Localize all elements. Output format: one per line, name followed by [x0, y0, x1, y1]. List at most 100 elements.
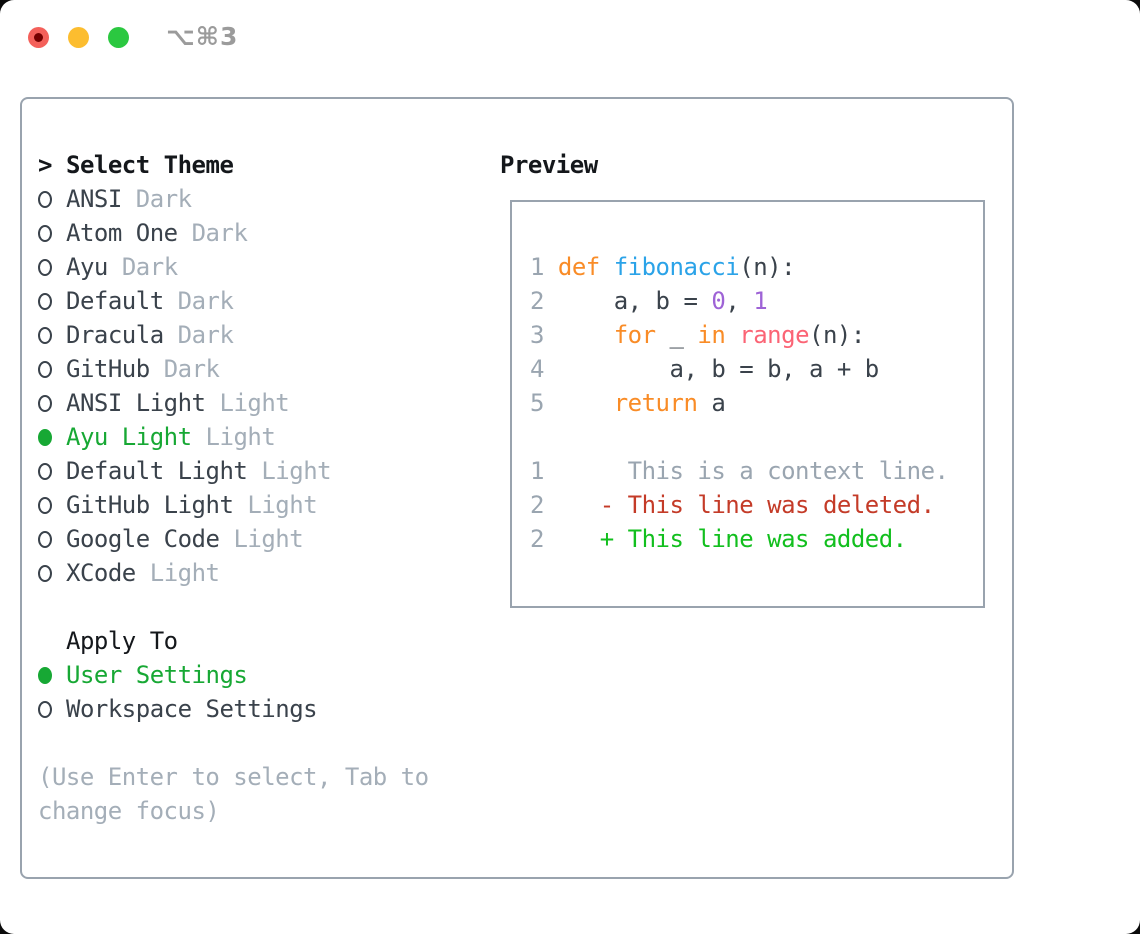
radio-icon: [38, 360, 52, 378]
theme-name: Default: [66, 287, 164, 315]
theme-variant-badge: Dark: [177, 321, 234, 349]
help-text-line-2: change focus): [38, 797, 220, 825]
radio-cell: [38, 360, 52, 378]
code-line: 1 def fibonacci(n):: [530, 253, 796, 281]
radio-icon: [38, 462, 52, 480]
preview-title: Preview: [500, 151, 598, 179]
radio-icon: [38, 496, 52, 514]
radio-icon: [38, 700, 52, 718]
theme-option[interactable]: Ayu Light Light: [38, 420, 483, 454]
preview-pane: 1 def fibonacci(n): 2 a, b = 0, 1 3 for _ …: [510, 200, 985, 608]
theme-variant-badge: Light: [233, 525, 304, 553]
radio-cell: [38, 394, 52, 412]
titlebar: ⌥⌘3: [0, 0, 1140, 74]
theme-name: GitHub Light: [66, 491, 234, 519]
theme-variant-badge: Dark: [163, 355, 220, 383]
theme-option[interactable]: ANSI Dark: [38, 182, 483, 216]
theme-name: GitHub: [66, 355, 150, 383]
code-line: 2 a, b = 0, 1: [530, 287, 768, 315]
radio-icon: [38, 224, 52, 242]
theme-variant-badge: Dark: [191, 219, 248, 247]
theme-name: Atom One: [66, 219, 178, 247]
code-line: 2 + This line was added.: [530, 525, 907, 553]
radio-icon: [38, 326, 52, 344]
theme-selector-panel: > Select Theme ANSI Dark Atom One Dark A…: [20, 97, 1014, 879]
apply-to-option[interactable]: Workspace Settings: [38, 692, 483, 726]
theme-name: ANSI: [66, 185, 122, 213]
theme-name: Google Code: [66, 525, 220, 553]
radio-icon: [38, 258, 52, 276]
prompt-icon: >: [38, 151, 52, 179]
minimize-button[interactable]: [68, 27, 89, 48]
theme-option[interactable]: ANSI Light Light: [38, 386, 483, 420]
help-text-line-1: (Use Enter to select, Tab to: [38, 763, 429, 791]
theme-variant-badge: Light: [149, 559, 220, 587]
theme-option[interactable]: XCode Light: [38, 556, 483, 590]
theme-name: Default Light: [66, 457, 248, 485]
code-line: 3 for _ in range(n):: [530, 321, 865, 349]
code-line: 1 This is a context line.: [530, 457, 949, 485]
theme-name: Dracula: [66, 321, 164, 349]
code-line: 5 return a: [530, 389, 726, 417]
radio-icon: [38, 428, 52, 446]
theme-option[interactable]: Default Light Light: [38, 454, 483, 488]
theme-variant-badge: Light: [219, 389, 290, 417]
theme-name: Ayu Light: [66, 423, 192, 451]
code-line: 2 - This line was deleted.: [530, 491, 935, 519]
theme-variant-badge: Light: [261, 457, 332, 485]
theme-variant-badge: Light: [205, 423, 276, 451]
apply-to-label: User Settings: [66, 661, 248, 689]
theme-option[interactable]: Google Code Light: [38, 522, 483, 556]
select-theme-title: Select Theme: [66, 151, 234, 179]
traffic-lights: [28, 27, 129, 48]
prompt-cell: >: [38, 148, 52, 182]
radio-cell: [38, 564, 52, 582]
code-line: [530, 420, 983, 454]
radio-cell: [38, 428, 52, 446]
radio-cell: [38, 462, 52, 480]
theme-variant-badge: Dark: [135, 185, 192, 213]
theme-variant-badge: Light: [247, 491, 318, 519]
radio-icon: [38, 190, 52, 208]
zoom-button[interactable]: [108, 27, 129, 48]
radio-cell: [38, 292, 52, 310]
window-title: ⌥⌘3: [166, 22, 239, 51]
spacer: [38, 590, 483, 624]
close-button[interactable]: [28, 27, 49, 48]
theme-option[interactable]: Ayu Dark: [38, 250, 483, 284]
radio-cell: [38, 190, 52, 208]
radio-icon: [38, 530, 52, 548]
radio-cell: [38, 530, 52, 548]
radio-icon: [38, 394, 52, 412]
theme-option[interactable]: Dracula Dark: [38, 318, 483, 352]
left-column: > Select Theme ANSI Dark Atom One Dark A…: [38, 148, 483, 828]
spacer: [38, 726, 483, 760]
theme-name: ANSI Light: [66, 389, 206, 417]
theme-option[interactable]: Default Dark: [38, 284, 483, 318]
radio-cell: [38, 326, 52, 344]
code-line: 4 a, b = b, a + b: [530, 355, 879, 383]
radio-cell: [38, 258, 52, 276]
theme-variant-badge: Dark: [177, 287, 234, 315]
radio-cell: [38, 224, 52, 242]
radio-cell: [38, 700, 52, 718]
radio-icon: [38, 564, 52, 582]
apply-to-label: Workspace Settings: [66, 695, 318, 723]
select-theme-header: > Select Theme: [38, 148, 483, 182]
radio-icon: [38, 666, 52, 684]
apply-to-title: Apply To: [66, 627, 178, 655]
apply-to-header: Apply To: [38, 624, 483, 658]
radio-cell: [38, 666, 52, 684]
theme-variant-badge: Dark: [121, 253, 178, 281]
theme-option[interactable]: GitHub Light Light: [38, 488, 483, 522]
theme-name: XCode: [66, 559, 136, 587]
theme-name: Ayu: [66, 253, 108, 281]
radio-icon: [38, 292, 52, 310]
theme-option[interactable]: GitHub Dark: [38, 352, 483, 386]
apply-to-list: User Settings Workspace Settings: [38, 658, 483, 726]
apply-to-option[interactable]: User Settings: [38, 658, 483, 692]
theme-option[interactable]: Atom One Dark: [38, 216, 483, 250]
theme-list: ANSI Dark Atom One Dark Ayu Dark Default…: [38, 182, 483, 590]
